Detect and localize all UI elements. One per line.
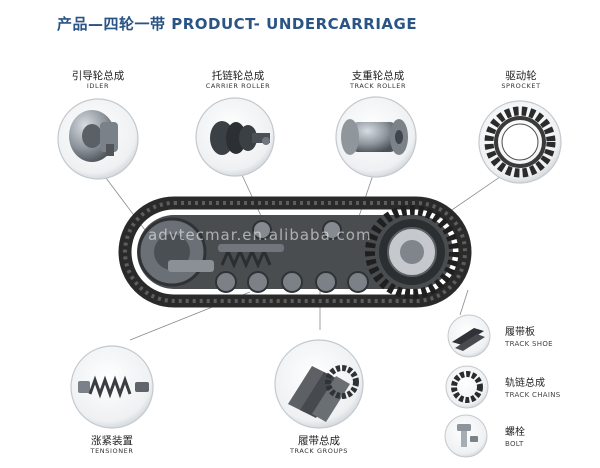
- carrier-roller-image: [195, 97, 275, 177]
- track-assembly: [118, 196, 472, 308]
- label-track-roller: 支重轮总成 TRACK ROLLER: [349, 70, 407, 90]
- page-title: 产品—四轮一带 PRODUCT- UNDERCARRIAGE: [57, 15, 418, 33]
- sprocket-image: [478, 100, 562, 184]
- track-shoe-image: [447, 314, 491, 358]
- track-roller-image: [335, 96, 417, 178]
- label-track-chains: 轨链总成 TRACK CHAINS: [505, 378, 561, 399]
- label-track-groups: 履带总成 TRACK GROUPS: [289, 435, 349, 455]
- bolt-image: [444, 414, 488, 458]
- track-chains-image: [445, 365, 489, 409]
- tensioner-image: [70, 345, 154, 429]
- label-idler: 引导轮总成 IDLER: [71, 70, 125, 90]
- label-bolt: 螺栓 BOLT: [505, 427, 525, 448]
- label-sprocket: 驱动轮 SPROCKET: [501, 70, 541, 90]
- watermark: advtecmar.en.alibaba.com: [148, 226, 372, 244]
- label-carrier-roller: 托链轮总成 CARRIER ROLLER: [205, 70, 271, 90]
- label-track-shoe: 履带板 TRACK SHOE: [505, 327, 553, 348]
- label-tensioner: 涨紧装置 TENSIONER: [90, 435, 134, 455]
- idler-image: [57, 98, 139, 180]
- track-groups-image: [274, 339, 364, 429]
